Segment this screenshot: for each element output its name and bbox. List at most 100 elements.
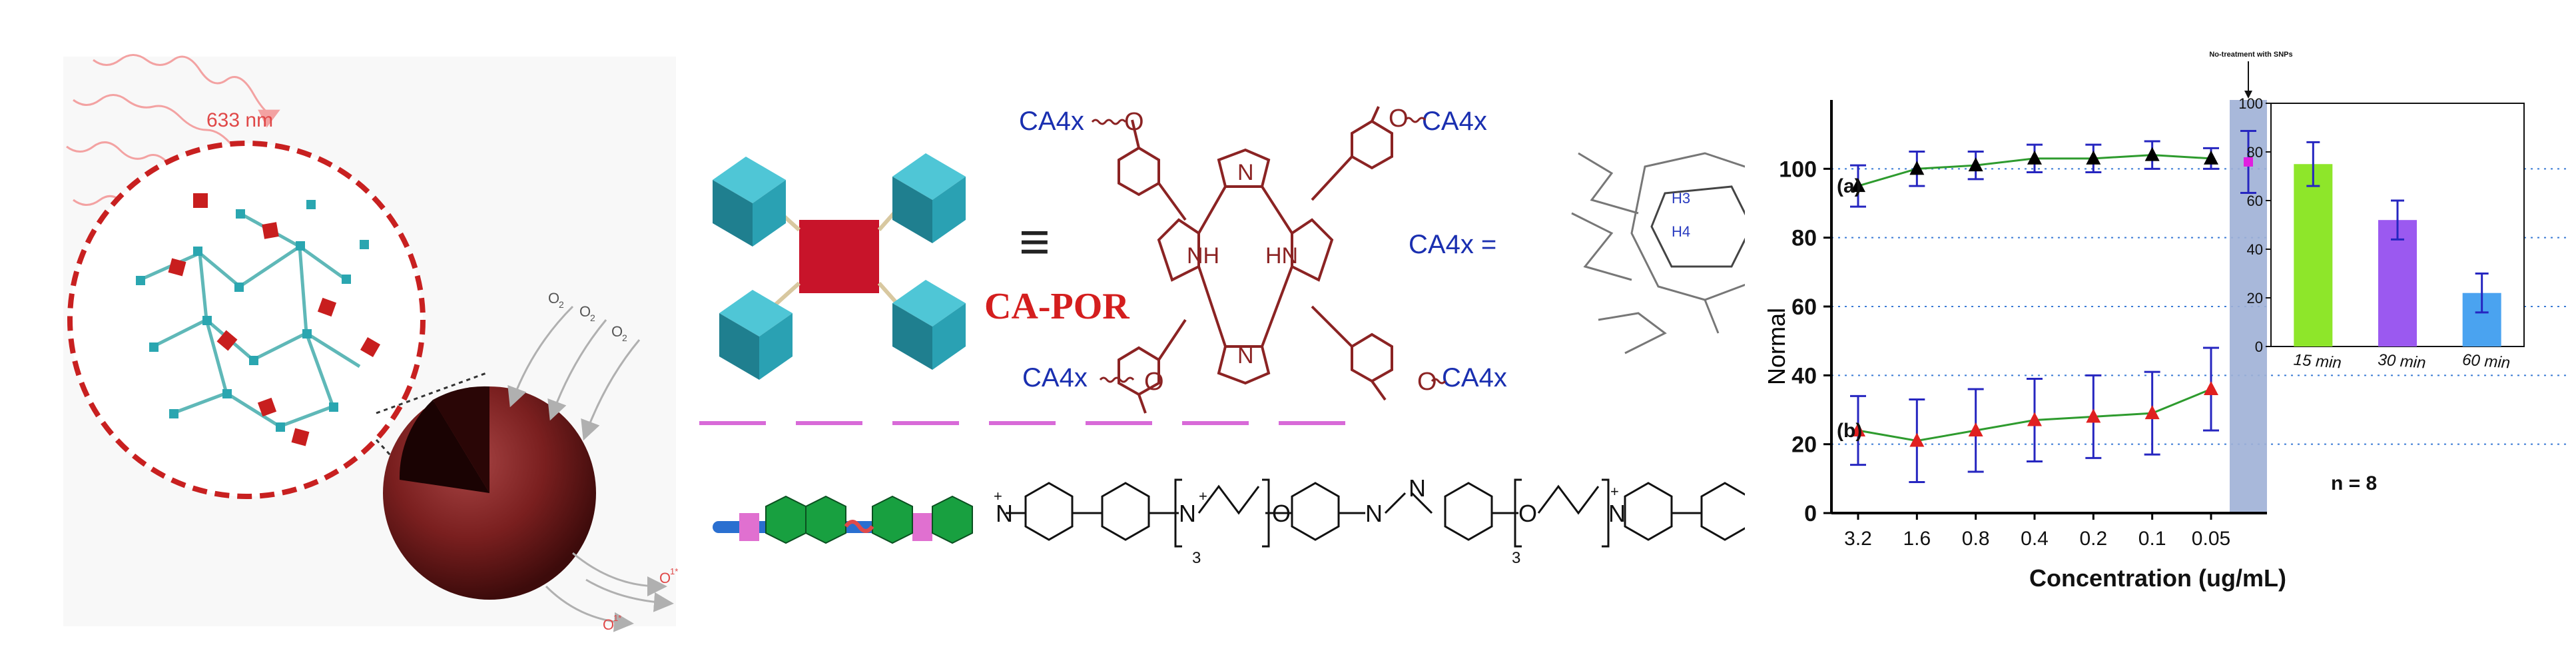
svg-text:3: 3 — [1192, 549, 1201, 567]
gas-label-1: O — [548, 290, 559, 307]
atom-o-4: O — [1417, 368, 1437, 396]
atom-hn: HN — [1265, 243, 1298, 269]
molecule-svg: ≡ CA-POR N N NH HN CA4x CA4x — [699, 105, 1819, 567]
gas-subscript-2: 2 — [590, 313, 595, 323]
nanoparticle-illustration: 633 nm — [0, 0, 706, 647]
inset-bar — [2294, 164, 2333, 346]
control-arrowhead — [2244, 91, 2252, 99]
gas-label-3: O — [611, 323, 623, 340]
data-point — [2027, 150, 2042, 165]
sample-size-annotation: n = 8 — [2331, 472, 2377, 494]
data-point — [2144, 405, 2160, 420]
substituent-definition: CA4x = — [1409, 230, 1496, 259]
data-point — [1851, 422, 1865, 436]
data-point — [2086, 408, 2101, 423]
data-point — [1851, 178, 1865, 193]
chain-atoms: N N O N N O N N — [996, 474, 1782, 527]
atom-n-plus-2: N — [1179, 500, 1196, 527]
viologen-cartoon — [713, 495, 973, 544]
y-tick-label: 80 — [1791, 226, 1817, 251]
inset-y-tick-label: 60 — [2247, 193, 2263, 209]
y-tick-label: 20 — [1791, 432, 1817, 458]
atom-n-plus-3: N — [1608, 500, 1626, 527]
data-point — [2027, 412, 2042, 426]
x-tick-label: 3.2 — [1844, 528, 1872, 550]
y-tick-label: 60 — [1791, 295, 1817, 320]
product-label-2: O — [603, 616, 614, 633]
porphyrin-atoms: N N NH HN — [1187, 160, 1298, 368]
inset-y-tick-label: 20 — [2247, 290, 2263, 307]
y-axis-label: Normal — [1763, 308, 1790, 385]
control-label: No-treatment with SNPs — [2209, 51, 2292, 59]
atom-nh: NH — [1187, 243, 1219, 269]
y-tick-label: 40 — [1791, 363, 1817, 388]
svg-text:H4: H4 — [1672, 223, 1690, 240]
chain-charges: + + + + — [994, 483, 1793, 504]
x-tick-label: 0.05 — [2192, 528, 2230, 550]
atom-o-3: O — [1144, 368, 1164, 396]
svg-text:+: + — [994, 488, 1002, 504]
chain-subscripts: 3 3 — [1192, 549, 1520, 567]
ether-o-right: O — [1518, 500, 1537, 527]
wavy-bonds — [1091, 117, 1447, 384]
product-superscript-1: 1* — [670, 566, 678, 576]
x-tick-label: 0.4 — [2021, 528, 2049, 550]
porphyrin-structure — [1118, 106, 1393, 414]
nanoparticle-svg: 633 nm — [63, 54, 678, 633]
substituent-bottom-left: CA4x — [1022, 363, 1088, 392]
y-tick-label: 0 — [1804, 501, 1817, 526]
nanoparticle-sphere — [383, 386, 596, 600]
y-tick-label: 100 — [1779, 157, 1817, 182]
molecular-structures: ≡ CA-POR N N NH HN CA4x CA4x — [693, 0, 1825, 647]
data-point — [2204, 150, 2218, 165]
series-label: (a) — [1837, 175, 1861, 197]
oxygen-arrows — [507, 305, 641, 441]
atom-o-1: O — [1124, 108, 1144, 136]
inset-x-tick-label: 15 min — [2293, 351, 2342, 372]
svg-text:+: + — [1199, 488, 1207, 504]
inset-y-tick-label: 40 — [2247, 241, 2263, 258]
azobenzene-viologen-chain — [1006, 478, 1768, 548]
x-tick-label: 0.8 — [1962, 528, 1990, 550]
data-point — [2144, 147, 2160, 161]
series-label: (b) — [1837, 420, 1862, 442]
svg-text:+: + — [1610, 483, 1619, 500]
substituent-top-left: CA4x — [1019, 107, 1084, 136]
data-point — [1968, 422, 1983, 436]
data-point — [2086, 150, 2101, 165]
data-point — [1968, 157, 1983, 172]
inset-y-tick-label: 80 — [2247, 144, 2263, 161]
ether-o-left: O — [1272, 500, 1291, 527]
magnified-view — [67, 141, 426, 499]
product-superscript-2: 1* — [613, 613, 621, 623]
x-tick-label: 0.2 — [2079, 528, 2107, 550]
cube-top-left — [713, 157, 786, 247]
substituents: CA4x CA4x CA4x CA4x CA4x = — [1019, 107, 1507, 392]
equivalence-symbol: ≡ — [1019, 212, 1050, 271]
cube-bottom-left — [719, 290, 793, 380]
azo-n-2: N — [1409, 474, 1426, 502]
gas-subscript-1: 2 — [559, 299, 564, 310]
control-point — [2244, 157, 2253, 167]
gas-label-2: O — [579, 303, 591, 320]
svg-text:H3: H3 — [1672, 190, 1690, 207]
inset-x-tick-label: 60 min — [2461, 351, 2511, 372]
data-point — [2204, 381, 2218, 395]
singlet-oxygen-arrows — [545, 552, 674, 632]
atom-n-top: N — [1237, 160, 1254, 185]
svg-text:3: 3 — [1512, 549, 1520, 567]
ether-oxygens: O O O O — [1124, 105, 1437, 396]
data-point — [1909, 432, 1925, 447]
atom-o-2: O — [1389, 105, 1409, 133]
inset-x-tick-label: 30 min — [2378, 351, 2427, 372]
inset-y-tick-label: 100 — [2238, 95, 2263, 112]
atom-n-plus-1: N — [996, 500, 1013, 527]
x-tick-label: 1.6 — [1903, 528, 1931, 550]
x-axis-label: Concentration (ug/mL) — [2029, 564, 2286, 592]
substituent-top-right: CA4x — [1422, 107, 1487, 136]
ca-por-cartoon — [713, 153, 966, 380]
